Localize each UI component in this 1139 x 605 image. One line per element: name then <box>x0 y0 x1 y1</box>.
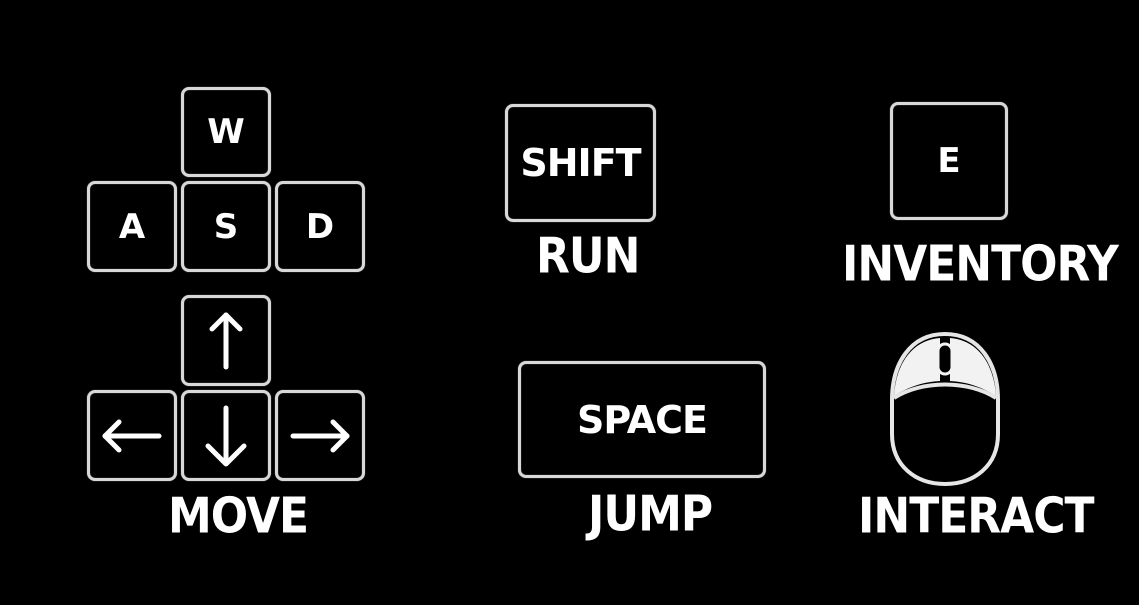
move-label: MOVE <box>168 487 309 545</box>
inventory-label: INVENTORY <box>842 235 1119 293</box>
arrow-down-icon <box>205 405 247 466</box>
key-arrow-right <box>275 390 365 481</box>
arrow-right-icon <box>290 419 350 452</box>
key-arrow-left <box>87 390 177 481</box>
key-s: S <box>181 181 271 272</box>
jump-label: JUMP <box>588 485 713 543</box>
key-arrow-up <box>181 295 271 386</box>
key-w: W <box>181 87 271 177</box>
key-e: E <box>890 102 1008 220</box>
interact-label: INTERACT <box>858 487 1095 545</box>
key-a: A <box>87 181 177 272</box>
key-shift: SHIFT <box>505 104 656 222</box>
key-w-label: W <box>207 112 245 152</box>
key-shift-label: SHIFT <box>520 141 641 185</box>
key-space: SPACE <box>518 361 766 478</box>
key-e-label: E <box>937 141 961 181</box>
key-a-label: A <box>118 206 146 247</box>
arrow-left-icon <box>102 419 162 452</box>
run-label: RUN <box>536 227 640 285</box>
mouse-left-click-icon <box>888 330 1002 488</box>
key-s-label: S <box>213 206 239 247</box>
key-d-label: D <box>305 206 335 247</box>
arrow-up-icon <box>209 312 243 369</box>
key-d: D <box>275 181 365 272</box>
key-space-label: SPACE <box>577 397 708 442</box>
key-arrow-down <box>181 390 271 481</box>
